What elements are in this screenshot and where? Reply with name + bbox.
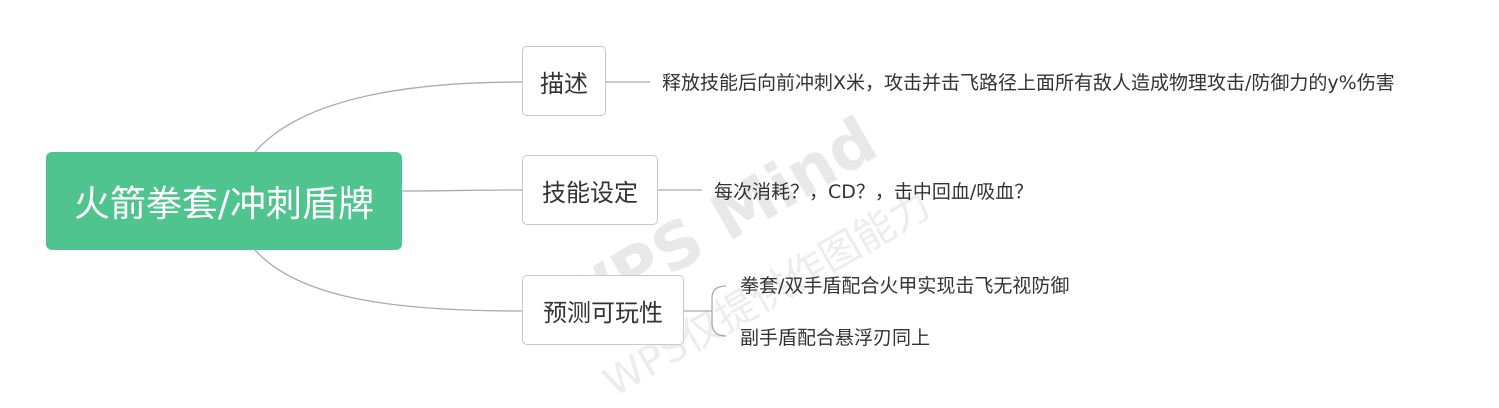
topic-skill-settings[interactable]: 技能设定 — [522, 155, 658, 225]
link-root-describe — [254, 81, 523, 153]
leaf-describe-text[interactable]: 释放技能后向前冲刺X米，攻击并击飞路径上面所有敌人造成物理攻击/防御力的y%伤害 — [662, 72, 1395, 94]
topic-describe[interactable]: 描述 — [522, 46, 606, 116]
leaf-playability-text-1[interactable]: 拳套/双手盾配合火甲实现击飞无视防御 — [740, 275, 1070, 297]
link-root-settings — [401, 189, 523, 192]
link-playability-bracket — [711, 285, 727, 337]
topic-predicted-playability[interactable]: 预测可玩性 — [522, 275, 684, 345]
leaf-playability-text-2[interactable]: 副手盾配合悬浮刃同上 — [740, 327, 931, 349]
link-root-playability — [254, 249, 523, 312]
root-topic[interactable]: 火箭拳套/冲刺盾牌 — [46, 152, 402, 250]
leaf-settings-text[interactable]: 每次消耗？，CD？，击中回血/吸血？ — [714, 181, 1034, 203]
